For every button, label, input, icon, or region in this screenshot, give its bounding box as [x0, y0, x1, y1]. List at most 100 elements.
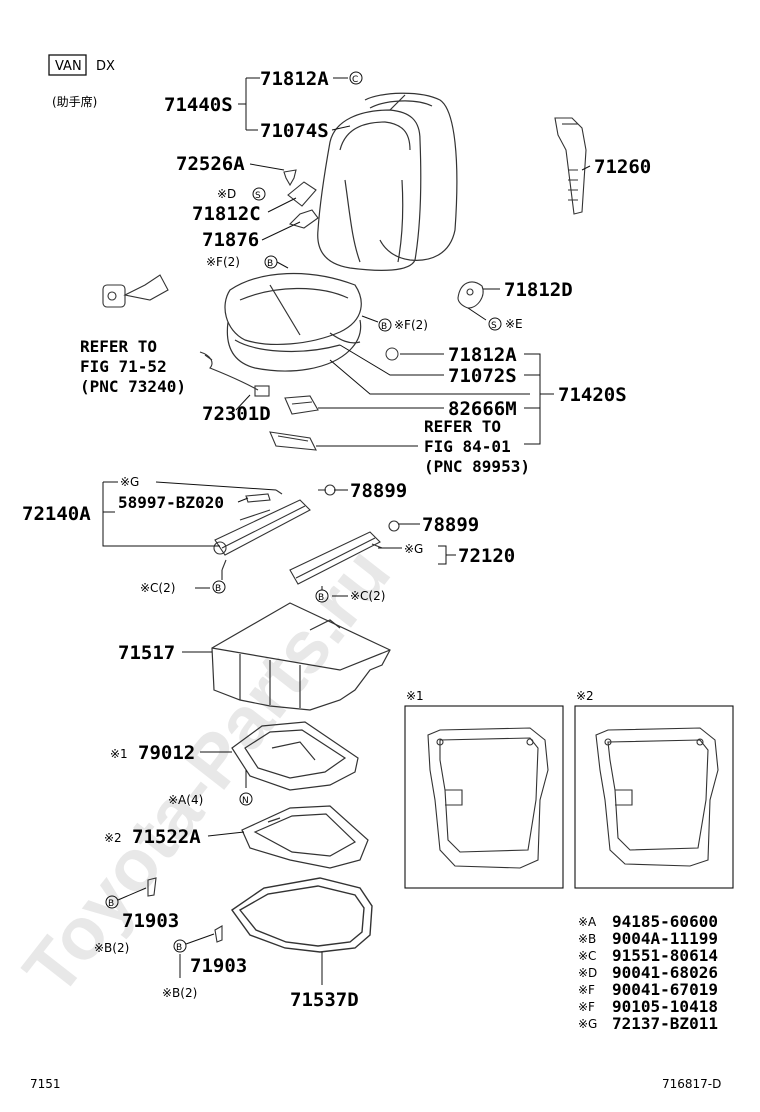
callout-x2: ※2 — [104, 831, 122, 845]
symbol-b5: B — [108, 899, 114, 909]
callout-xb2-b: ※B(2) — [162, 986, 197, 1000]
legend-value: 91551-80614 — [612, 946, 718, 965]
legend-key: ※G — [578, 1017, 597, 1031]
legend-key: ※F — [578, 983, 595, 997]
part-71903-a: 71903 — [122, 910, 179, 932]
part-72301d: 72301D — [202, 403, 271, 425]
legend-value: 72137-BZ011 — [612, 1014, 718, 1033]
part-71903-b: 71903 — [190, 955, 247, 977]
seat-back-drawing — [317, 92, 458, 271]
connector-drawing — [269, 431, 317, 451]
clips-drawing — [283, 169, 319, 229]
part-72526a: 72526A — [176, 153, 245, 175]
callout-xc2-left: ※C(2) — [140, 581, 175, 595]
legend-value: 90041-68026 — [612, 963, 718, 982]
symbol-s1-circle — [252, 187, 266, 201]
legend-value: 9004A-11199 — [612, 929, 718, 948]
symbol-b3: B — [215, 584, 221, 594]
detail-label-1: ※1 — [406, 689, 424, 703]
refer-84-line1: REFER TO — [424, 417, 501, 436]
part-71074s: 71074S — [260, 120, 329, 142]
symbol-b6: B — [176, 943, 182, 953]
part-78899-b: 78899 — [422, 514, 479, 536]
part-72140a: 72140A — [22, 503, 91, 525]
seat-track-left-drawing — [213, 489, 311, 571]
seat-frame-71517-drawing — [211, 602, 391, 711]
symbol-n-circle — [239, 792, 253, 806]
part-71876: 71876 — [202, 229, 259, 251]
wire-frame-71537d-drawing — [231, 877, 373, 953]
legend-value: 90105-10418 — [612, 997, 718, 1016]
refer-71-line1: REFER TO — [80, 337, 157, 356]
part-58997-bz020: 58997-BZ020 — [118, 493, 224, 512]
part-71812d: 71812D — [504, 279, 573, 301]
legend: ※A 94185-60600 ※B 9004A-11199 ※C 91551-8… — [578, 912, 718, 1033]
callout-xf2-right: ※F(2) — [394, 318, 428, 332]
leader-lines — [102, 77, 591, 985]
refer-71-line3: (PNC 73240) — [80, 377, 186, 396]
plate-71522a-drawing — [241, 805, 369, 869]
bracket-71260-drawing — [554, 117, 587, 215]
symbol-c-circle — [349, 71, 363, 85]
symbol-b4: B — [318, 593, 324, 603]
callout-xd: ※D — [217, 187, 236, 201]
callout-xc2-right: ※C(2) — [350, 589, 385, 603]
symbol-b6-circle — [173, 939, 187, 953]
part-71260: 71260 — [594, 156, 651, 178]
symbol-s2-circle — [488, 317, 502, 331]
van-badge: VAN — [55, 59, 82, 74]
symbol-b2: B — [381, 322, 387, 332]
part-71812c: 71812C — [192, 203, 261, 225]
symbol-b2-circle — [378, 318, 392, 332]
refer-71-line2: FIG 71-52 — [80, 357, 167, 376]
footer-page-code: 7151 — [30, 1077, 61, 1091]
callout-xg-left: ※G — [120, 475, 139, 489]
symbol-b5-circle — [105, 895, 119, 909]
seat-position-label: (助手席) — [52, 94, 97, 109]
part-71517: 71517 — [118, 642, 175, 664]
cable-72301d-drawing — [199, 351, 270, 397]
symbol-b1-circle — [264, 255, 278, 269]
part-71440s: 71440S — [164, 94, 233, 116]
part-71420s: 71420S — [558, 384, 627, 406]
part-71812a-top: 71812A — [260, 68, 329, 90]
callout-xe: ※E — [505, 317, 523, 331]
part-71072s: 71072S — [448, 365, 517, 387]
detail-1-drawing — [427, 727, 549, 869]
callout-x1: ※1 — [110, 747, 128, 761]
legend-key: ※B — [578, 932, 596, 946]
detail-box-1 — [404, 705, 564, 889]
refer-84-line2: FIG 84-01 — [424, 437, 511, 456]
symbol-b1: B — [267, 259, 273, 269]
legend-key: ※D — [578, 966, 597, 980]
bracket-71812d-drawing — [457, 281, 484, 309]
seat-track-right-drawing — [289, 484, 400, 585]
legend-key: ※A — [578, 915, 597, 929]
van-badge-box — [48, 54, 87, 76]
legend-key: ※C — [578, 949, 596, 963]
legend-key: ※F — [578, 1000, 595, 1014]
symbol-b4-circle — [315, 589, 329, 603]
symbol-s1: S — [255, 191, 261, 201]
plate-79012-drawing — [231, 721, 359, 791]
refer-84-line3: (PNC 89953) — [424, 457, 530, 476]
legend-value: 94185-60600 — [612, 912, 718, 931]
part-71537d: 71537D — [290, 989, 359, 1011]
clip-71903-drawing — [147, 877, 223, 943]
detail-box-2 — [574, 705, 734, 889]
seat-cushion-drawing — [224, 272, 362, 372]
legend-value: 90041-67019 — [612, 980, 718, 999]
symbol-c: C — [352, 75, 358, 85]
grade-label: DX — [96, 59, 115, 74]
symbol-n: N — [242, 796, 249, 806]
part-79012: 79012 — [138, 742, 195, 764]
watermark: Toyota-Parts.ru — [7, 532, 406, 1010]
footer-figure-id: 716817-D — [662, 1077, 721, 1091]
harness-drawing — [102, 274, 169, 308]
symbol-s2: S — [491, 321, 497, 331]
callout-xa4: ※A(4) — [168, 793, 203, 807]
detail-label-2: ※2 — [576, 689, 594, 703]
callout-xb2-a: ※B(2) — [94, 941, 129, 955]
part-71812a-mid: 71812A — [448, 344, 517, 366]
